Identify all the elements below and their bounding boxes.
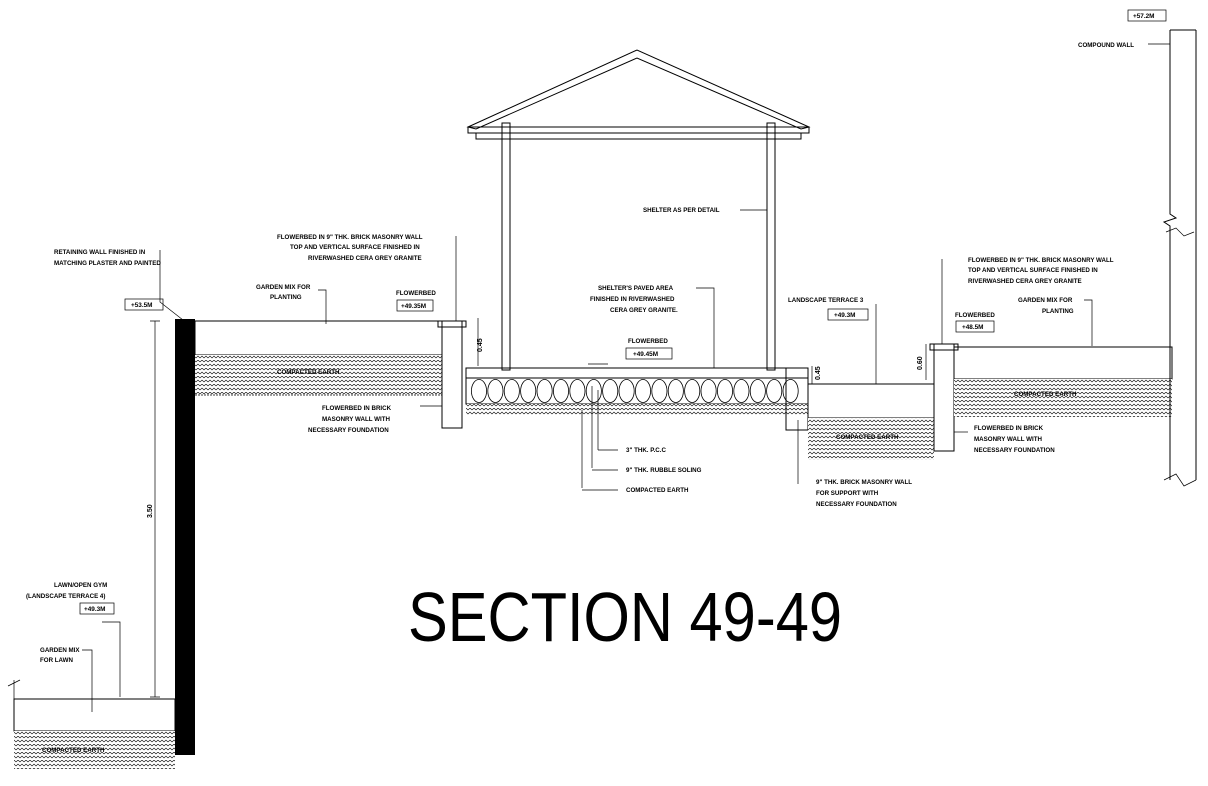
rubble-stone [684,379,701,403]
label-rubble: 9" THK. RUBBLE SOLING [626,467,702,474]
right-terrace [953,346,1173,417]
rubble-stone [766,379,783,403]
leader-lines [82,43,1170,712]
dim-retaining-height: 3.50 [147,504,154,518]
label-pcc: 3" THK. P.C.C [626,447,666,454]
rubble-stone [553,379,570,403]
shelter-roof [466,49,811,140]
rubble-soling [470,379,799,403]
rubble-stone [667,379,684,403]
flowerbed-wall-left [437,320,467,429]
rubble-stone [520,379,537,403]
label-shelter: SHELTER AS PER DETAIL [643,207,720,214]
shelter-columns [501,122,776,371]
rubble-stone [717,379,734,403]
dim-right-wall-height: 0.60 [917,356,924,370]
rubble-stone [618,379,635,403]
retaining-wall [175,319,195,755]
level-retaining-top: +53.5M [131,302,153,309]
dim-mid-wall-height: 0.45 [815,366,822,380]
rubble-stone [536,379,553,403]
rubble-stone [585,379,602,403]
dim-left-wall-height: 0.45 [477,338,484,352]
label-retaining-wall: RETAINING WALL FINISHED IN MATCHING PLAS… [54,249,161,267]
level-compound-top: +57.2M [1133,13,1155,20]
label-garden-mix-planting-left: GARDEN MIX FOR PLANTING [256,284,312,301]
label-compacted-earth-lawn: COMPACTED EARTH [42,747,105,754]
dimension-retaining [150,320,160,698]
label-brick-wall-support: 9" THK. BRICK MASONRY WALL FOR SUPPORT W… [816,479,914,508]
rubble-stone [487,379,504,403]
level-markers [79,9,1167,615]
left-terrace [194,320,443,396]
rubble-stone [503,379,520,403]
label-compacted-earth-left: COMPACTED EARTH [277,369,340,376]
label-flowerbed-left: FLOWERBED [396,290,436,297]
lawn-terrace [7,679,176,769]
label-flowerbed-wall-right: FLOWERBED IN 9" THK. BRICK MASONRY WALL … [968,257,1115,285]
rubble-stone [651,379,668,403]
label-flowerbed-brick-right: FLOWERBED IN BRICK MASONRY WALL WITH NEC… [974,425,1055,454]
section-title: SECTION 49-49 [408,578,842,656]
rubble-stone [569,379,586,403]
rubble-stone [782,379,799,403]
level-flowerbed-shelter: +49.45M [633,351,658,358]
label-shelter-paved: SHELTER'S PAVED AREA FINISHED IN RIVERWA… [590,285,678,314]
rubble-stone [602,379,619,403]
label-compacted-earth-mid: COMPACTED EARTH [836,434,899,441]
label-flowerbed-wall-top: FLOWERBED IN 9" THK. BRICK MASONRY WALL … [277,234,424,262]
level-terrace-mid: +49.3M [834,312,856,319]
label-compacted-earth-right: COMPACTED EARTH [1014,391,1077,398]
compound-wall [1162,29,1197,487]
rubble-stone [470,379,487,403]
label-flowerbed-center: FLOWERBED [628,338,668,345]
label-compound-wall: COMPOUND WALL [1078,42,1134,49]
label-flowerbed-brick-left: FLOWERBED IN BRICK MASONRY WALL WITH NEC… [308,405,393,434]
mid-terrace [785,367,935,460]
level-lawn: +49.3M [84,606,106,613]
rubble-stone [700,379,717,403]
label-flowerbed-right: FLOWERBED [955,312,995,319]
level-flowerbed-right: +48.5M [962,324,984,331]
rubble-stone [749,379,766,403]
label-garden-mix-planting-right: GARDEN MIX FOR PLANTING [1018,297,1074,315]
rubble-stone [733,379,750,403]
label-compacted-earth-center: COMPACTED EARTH [626,487,689,494]
level-flowerbed-left: +49.35M [401,303,426,310]
label-landscape-terrace: LANDSCAPE TERRACE 3 [788,297,864,304]
rubble-stone [635,379,652,403]
label-lawn-gym: LAWN/OPEN GYM (LANDSCAPE TERRACE 4) [26,582,109,600]
label-garden-mix-lawn: GARDEN MIX FOR LAWN [40,647,81,664]
